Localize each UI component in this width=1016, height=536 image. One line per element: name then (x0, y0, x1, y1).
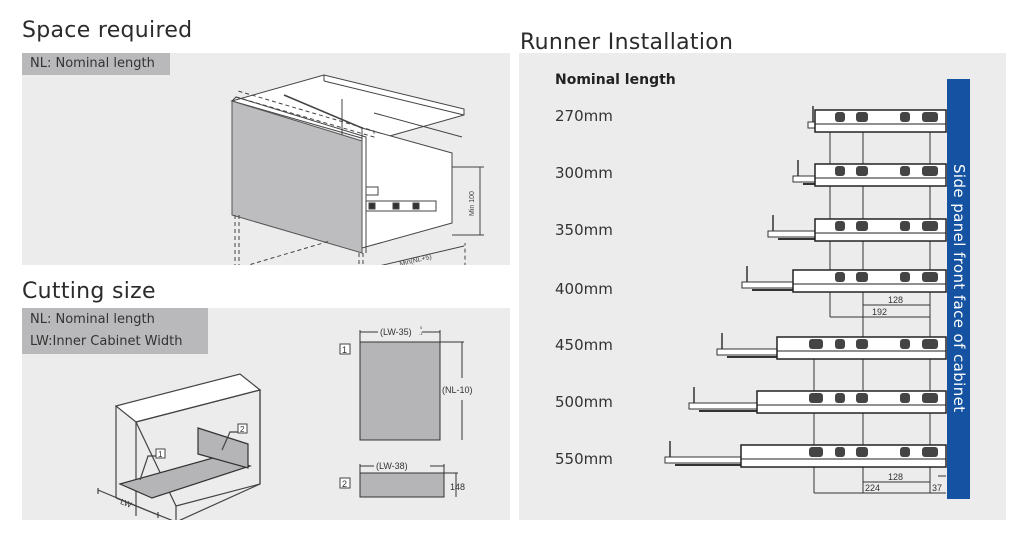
runner-hole-cluster (835, 272, 845, 282)
runner-body (814, 218, 947, 242)
cutting-size-title: Cutting size (22, 279, 156, 304)
runner-hole-cluster (856, 339, 868, 349)
length-450: 450mm (555, 336, 613, 354)
runner-extension (741, 281, 794, 289)
tol-lower: -1 (419, 331, 423, 336)
space-required-title: Space required (22, 18, 193, 43)
legend-nl: NL: Nominal length (30, 56, 155, 71)
space-required-legend: NL: Nominal length (22, 53, 170, 75)
length-550: 550mm (555, 450, 613, 468)
legend-nl: NL: Nominal length (30, 312, 155, 327)
callout-2: 2 (240, 425, 245, 434)
runner-hole-cluster (856, 221, 868, 231)
runner-hole-cluster (856, 112, 868, 122)
part1-length-dim: (NL-10) (442, 385, 473, 395)
runner-hole-cluster (835, 112, 845, 122)
runner-hole-cluster (835, 393, 845, 403)
runner-hole-cluster (856, 166, 868, 176)
runner-hole-cluster (922, 447, 938, 457)
part1-width-dim: (LW-35) (380, 327, 412, 337)
runner-hole-cluster (856, 447, 868, 457)
runner-hole-cluster (809, 447, 823, 457)
callout-1: 1 (158, 450, 163, 459)
space-required-panel: NL: Nominal length (22, 53, 510, 265)
length-270: 270mm (555, 107, 613, 125)
part2-panel (359, 472, 445, 498)
part2-width-dim: (LW-38) (376, 461, 408, 471)
drawer-front (231, 100, 363, 254)
runner-hole-cluster (809, 393, 823, 403)
runner-extension (807, 121, 816, 129)
cabinet-top (230, 74, 465, 142)
runner-hole-cluster (900, 339, 910, 349)
runner-installation-title: Runner Installation (520, 30, 734, 55)
cutting-size-panel: NL: Nominal length LW:Inner Cabinet Widt… (22, 308, 510, 520)
runner-body (756, 390, 947, 414)
runner-body (814, 109, 947, 133)
drawer-space-diagram: Min 100 Min(NL+5) (230, 74, 484, 265)
lw-label: LW (119, 497, 133, 510)
runner-hole-cluster (900, 166, 910, 176)
runner-hole-cluster (900, 221, 910, 231)
runner-hole-cluster (922, 221, 938, 231)
runner-hole-cluster (922, 166, 938, 176)
runner-hole-cluster (835, 339, 845, 349)
length-350: 350mm (555, 221, 613, 239)
side-panel-band: Side panel front face of cabinet (947, 79, 970, 499)
side-panel-label: Side panel front face of cabinet (950, 164, 968, 413)
length-400: 400mm (555, 280, 613, 298)
runner-extension (792, 175, 816, 183)
runner-hole-cluster (809, 339, 823, 349)
runner-hole-cluster (922, 112, 938, 122)
part1-panel (359, 341, 441, 441)
dim-min-height: Min 100 (469, 191, 476, 216)
runner-hole-cluster (922, 339, 938, 349)
runner-hole-cluster (900, 447, 910, 457)
runner-body (814, 163, 947, 187)
length-300: 300mm (555, 164, 613, 182)
dim-min-depth: Min(NL+5) (399, 254, 433, 265)
runner-extension (664, 456, 742, 464)
length-500: 500mm (555, 393, 613, 411)
runner-hole-cluster (900, 393, 910, 403)
runner-hole-cluster (835, 221, 845, 231)
bottom-panel-part1 (118, 455, 252, 499)
runner-extension (716, 348, 778, 356)
part1-label: 1 (342, 345, 347, 355)
cutting-size-legend: NL: Nominal length LW:Inner Cabinet Widt… (22, 308, 208, 354)
part2-label: 2 (342, 479, 347, 489)
tol-upper: 0 (420, 325, 423, 330)
runner-hole-cluster (856, 393, 868, 403)
runner-hole-cluster (835, 447, 845, 457)
runner-hole-cluster (922, 272, 938, 282)
runner-hole-cluster (835, 166, 845, 176)
runner-hole-cluster (900, 272, 910, 282)
runner-extension (767, 230, 816, 238)
legend-lw: LW:Inner Cabinet Width (30, 334, 183, 349)
nominal-length-header: Nominal length (555, 72, 676, 88)
runner-hole-cluster (900, 112, 910, 122)
runner-extension (688, 402, 758, 410)
runner-hole-cluster (856, 272, 868, 282)
cabinet-cutting-diagram: 1 2 LW 1 (LW-35) (NL-10) 0 -1 2 (LW-38) … (97, 325, 473, 520)
part2-height-dim: 148 (450, 482, 465, 492)
runner-hole-cluster (922, 393, 938, 403)
